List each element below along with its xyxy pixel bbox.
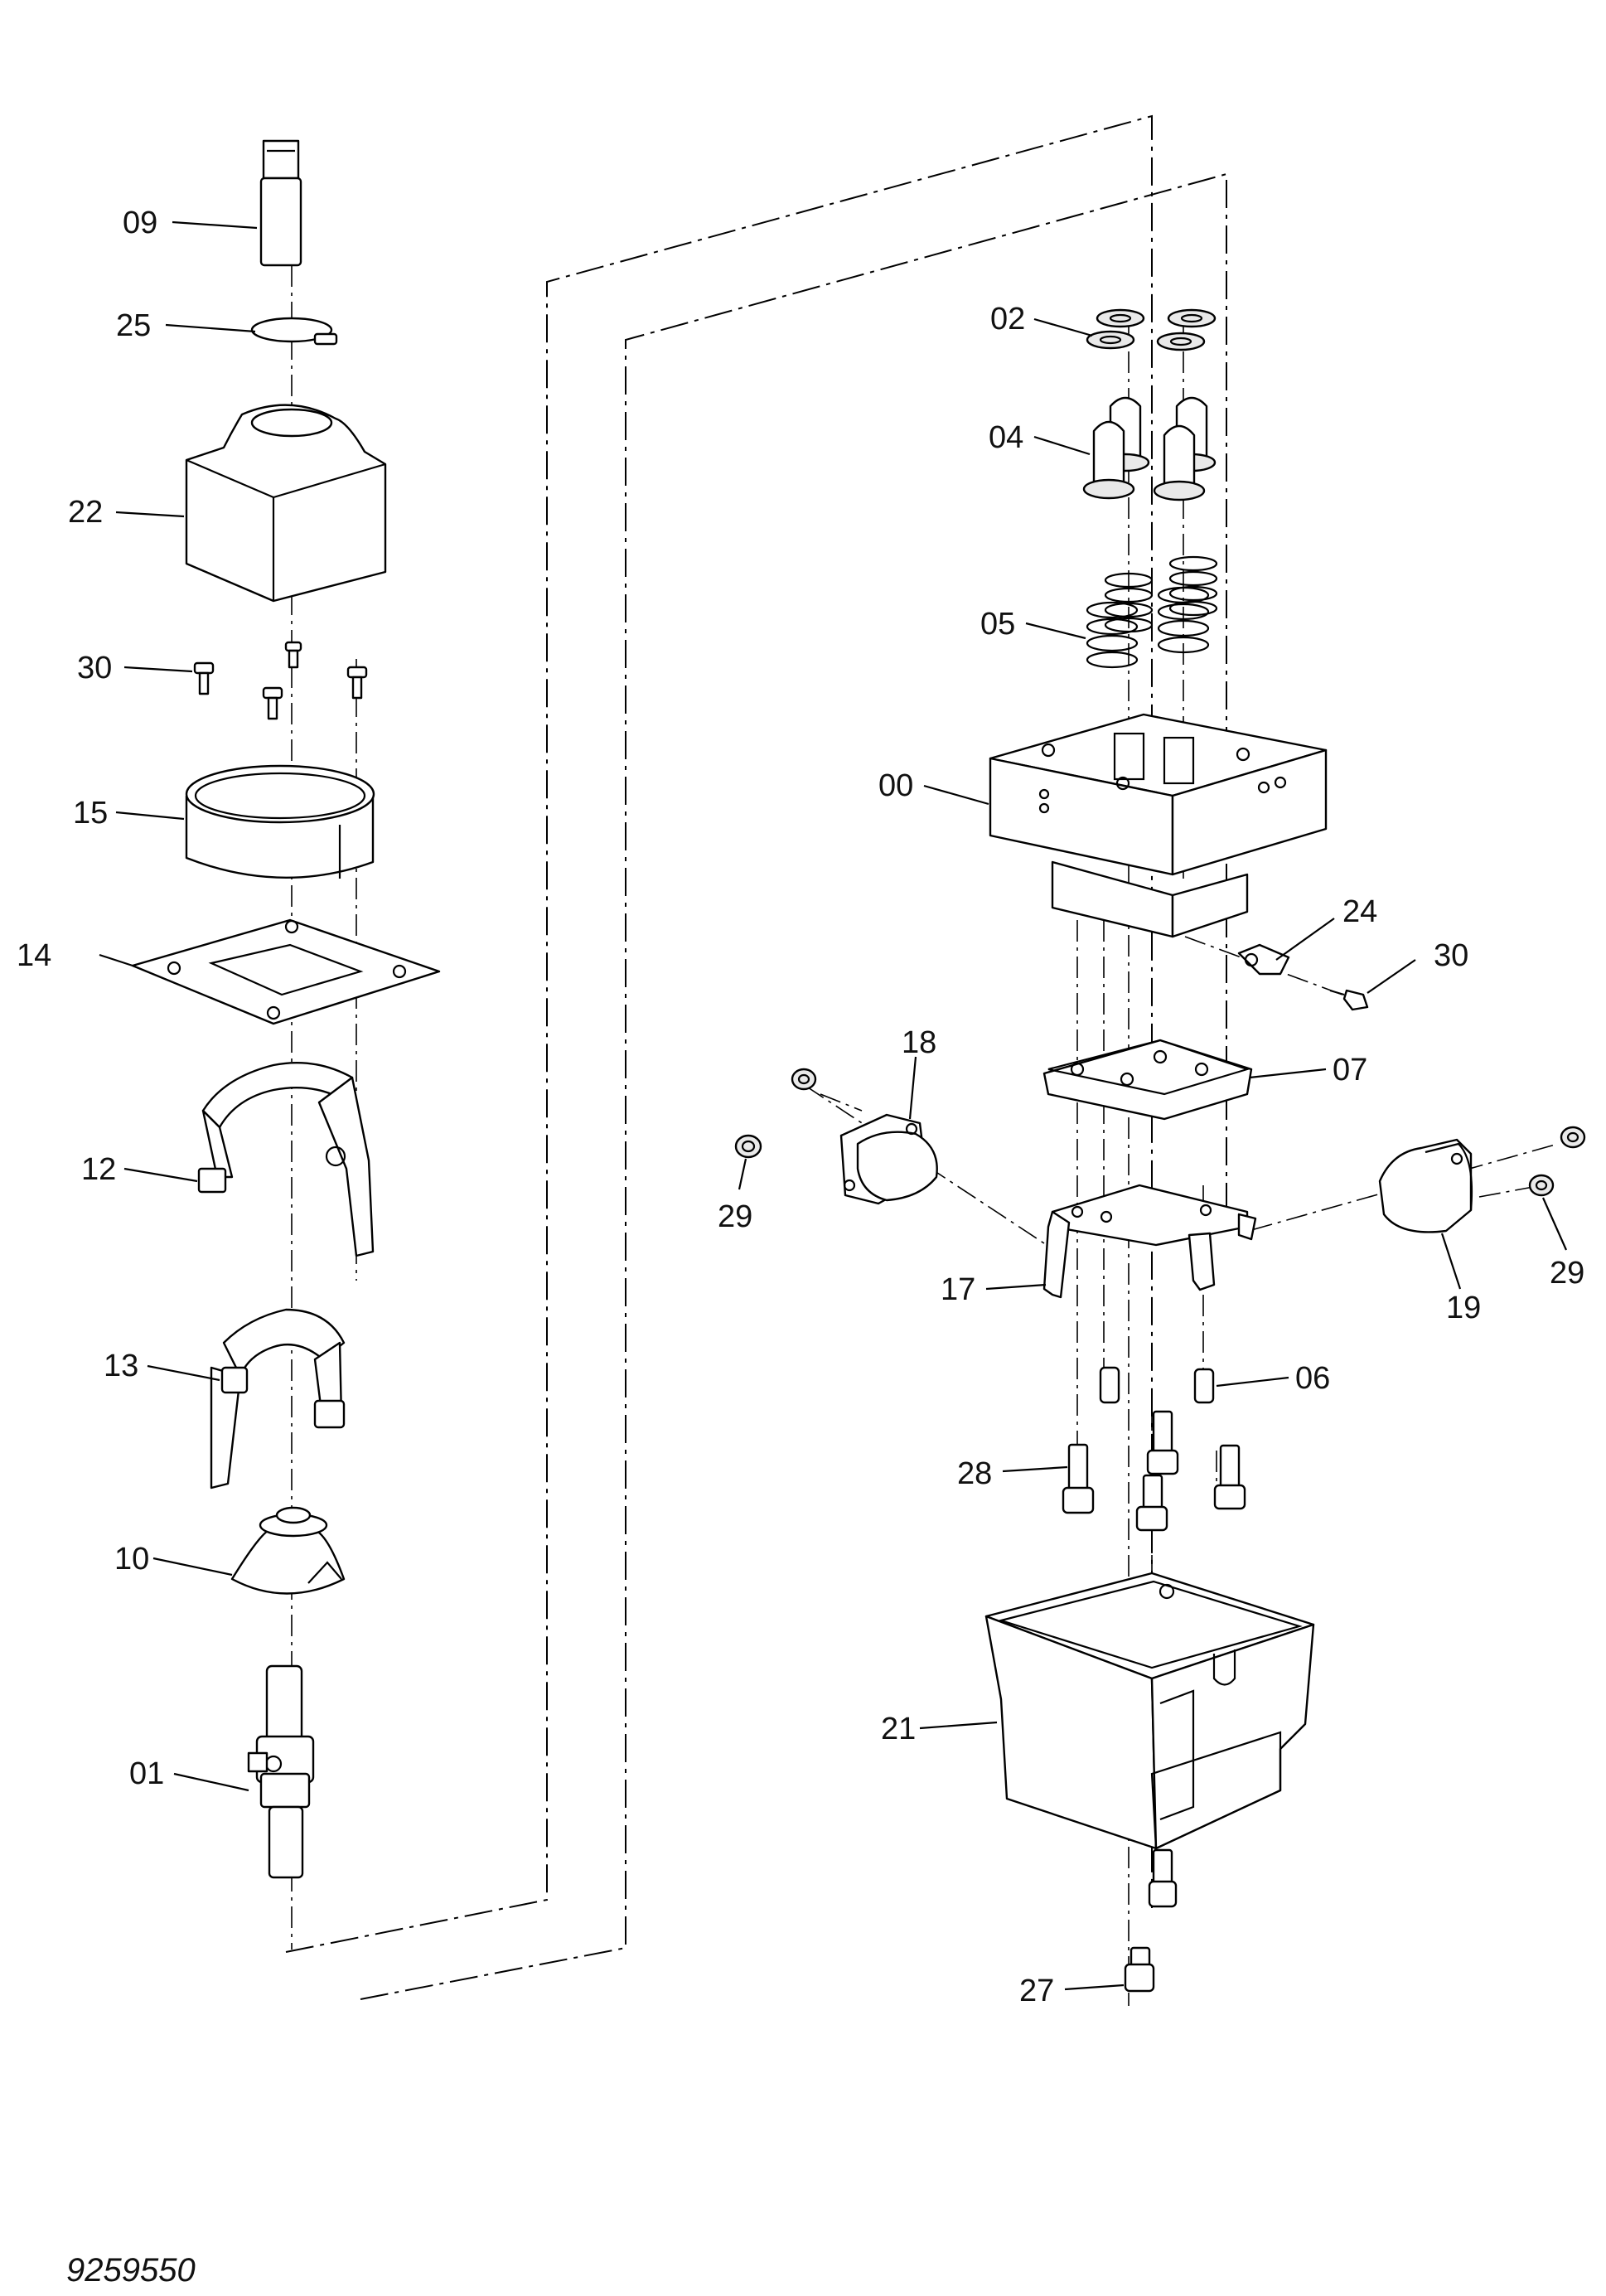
callout-15: 15	[73, 796, 108, 831]
part-29-fastener-left	[734, 1068, 817, 1159]
part-24-clamp	[1237, 943, 1290, 976]
part-17-bracket	[1042, 1184, 1257, 1299]
callout-30-right: 30	[1434, 938, 1468, 973]
callout-21: 21	[881, 1712, 916, 1746]
part-00-housing	[989, 713, 1328, 938]
callout-24: 24	[1342, 894, 1377, 929]
drawing-number: 9259550	[66, 2252, 196, 2289]
callout-13: 13	[104, 1349, 138, 1383]
callout-29-left: 29	[718, 1199, 752, 1234]
callout-09: 09	[123, 206, 157, 240]
part-14-gasket	[131, 918, 441, 1025]
callout-29-right: 29	[1550, 1256, 1584, 1291]
callout-labels: 09 25 22 30 15 14 12 13 10 01 02 04 05 0…	[17, 206, 1584, 2008]
part-06-pins	[1099, 1366, 1215, 1404]
part-25-clip-ring	[250, 317, 338, 346]
part-04-plungers	[1082, 396, 1217, 501]
callout-25: 25	[116, 308, 151, 343]
part-01-universal-joint	[247, 1664, 315, 1879]
callout-30-left: 30	[77, 651, 112, 685]
part-19-actuator	[1378, 1138, 1473, 1233]
callout-04: 04	[989, 420, 1023, 455]
callout-22: 22	[68, 495, 103, 530]
assembly-frame-lines	[285, 114, 1227, 2000]
part-13-bracket	[210, 1308, 346, 1489]
part-21-base-housing	[984, 1572, 1315, 1850]
part-09-sleeve	[259, 139, 302, 267]
callout-10: 10	[114, 1542, 149, 1577]
callout-00: 00	[878, 768, 913, 803]
part-29-fasteners-right	[1528, 1126, 1586, 1197]
part-18-actuator	[839, 1113, 938, 1205]
callout-02: 02	[990, 302, 1025, 337]
callout-06: 06	[1295, 1361, 1330, 1396]
part-07-plate	[1042, 1039, 1253, 1121]
part-10-dome	[230, 1506, 346, 1595]
callout-01: 01	[129, 1756, 164, 1791]
part-27-screws	[1124, 1848, 1178, 1993]
callout-14: 14	[17, 938, 51, 973]
part-30-screw-right	[1329, 989, 1369, 1011]
part-30-screws-left	[193, 641, 368, 720]
callout-28: 28	[957, 1456, 992, 1491]
part-22-boot	[185, 404, 387, 603]
callout-19: 19	[1446, 1291, 1481, 1325]
part-15-band	[185, 764, 375, 879]
callout-17: 17	[941, 1272, 975, 1307]
leader-lines	[99, 220, 1568, 1991]
callout-12: 12	[81, 1152, 116, 1187]
callout-05: 05	[980, 607, 1015, 642]
part-28-bolts	[1062, 1410, 1246, 1532]
callout-18: 18	[902, 1025, 936, 1060]
callout-27: 27	[1019, 1974, 1054, 2008]
callout-07: 07	[1333, 1053, 1367, 1087]
part-12-bracket	[197, 1061, 375, 1257]
part-05-springs	[1086, 555, 1218, 669]
part-02-washers	[1086, 308, 1217, 351]
